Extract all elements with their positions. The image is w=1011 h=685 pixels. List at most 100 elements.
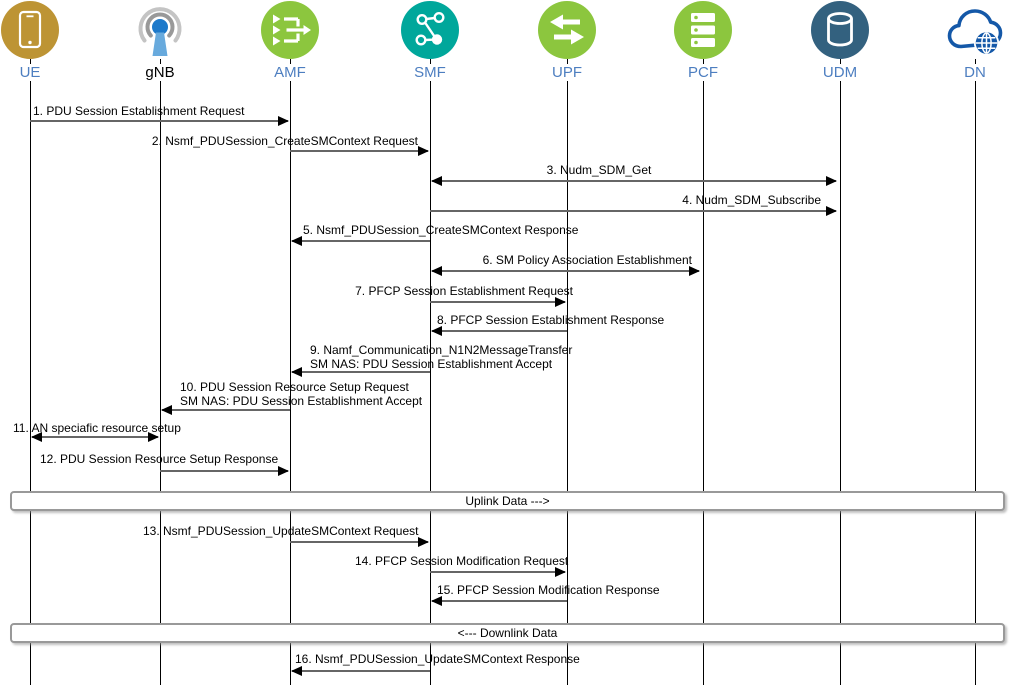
message-8-arrow	[432, 330, 567, 332]
merge-arrows-icon	[261, 1, 319, 59]
message-4-label-line-1: 4. Nudm_SDM_Subscribe	[682, 193, 821, 207]
message-10-label-line-2: SM NAS: PDU Session Establishment Accept	[180, 394, 423, 408]
actor-label-text: UDM	[819, 64, 861, 81]
message-11-arrowhead-right	[148, 432, 159, 442]
message-15-label-line-1: 15. PFCP Session Modification Response	[437, 583, 660, 597]
lifeline-pcf	[703, 59, 704, 685]
message-9-label: 9. Namf_Communication_N1N2MessageTransfe…	[310, 343, 572, 371]
message-6-arrowhead-left	[431, 266, 442, 276]
cloud-globe-icon	[946, 1, 1004, 59]
actor-label-text: DN	[961, 64, 989, 81]
message-10-arrowhead-left	[161, 405, 172, 415]
message-6-arrowhead-right	[689, 266, 700, 276]
message-7-label: 7. PFCP Session Establishment Request	[0, 284, 573, 298]
message-13-arrow	[290, 541, 428, 543]
message-5-label-line-1: 5. Nsmf_PDUSession_CreateSMContext Respo…	[303, 223, 579, 237]
lifeline-smf	[430, 59, 431, 685]
message-3-arrowhead-left	[431, 176, 442, 186]
actor-label-pcf: PCF	[658, 64, 748, 81]
message-15-arrow	[432, 600, 567, 602]
actor-label-text: PCF	[685, 64, 721, 81]
actor-label-upf: UPF	[522, 64, 612, 81]
banner-label: Uplink Data --->	[465, 494, 550, 508]
message-9-arrow	[292, 371, 430, 373]
message-12-label: 12. PDU Session Resource Setup Response	[40, 452, 278, 466]
message-2-arrow	[290, 150, 428, 152]
actor-label-text: AMF	[271, 64, 309, 81]
message-8-arrowhead-left	[431, 326, 442, 336]
message-8-label: 8. PFCP Session Establishment Response	[437, 313, 664, 327]
actor-label-text: gNB	[142, 64, 178, 81]
message-2-label-line-1: 2. Nsmf_PDUSession_CreateSMContext Reque…	[151, 134, 418, 148]
message-2-arrowhead-right	[418, 146, 429, 156]
message-11-arrowhead-left	[31, 432, 42, 442]
actor-label-udm: UDM	[795, 64, 885, 81]
banner-label: <--- Downlink Data	[457, 626, 558, 640]
lifeline-upf	[567, 59, 568, 685]
message-11-label: 11. AN speciafic resource setup	[13, 421, 181, 435]
message-9-arrowhead-left	[291, 367, 302, 377]
message-9-label-line-1: 9. Namf_Communication_N1N2MessageTransfe…	[310, 343, 573, 357]
actor-label-amf: AMF	[245, 64, 335, 81]
message-5-arrow	[292, 240, 430, 242]
actor-label-gnb: gNB	[115, 64, 205, 81]
message-3-label: 3. Nudm_SDM_Get	[299, 163, 899, 177]
actor-label-text: SMF	[411, 64, 449, 81]
uplink-data-banner: Uplink Data --->	[10, 491, 1005, 511]
actor-label-text: UPF	[549, 64, 585, 81]
message-7-label-line-1: 7. PFCP Session Establishment Request	[355, 284, 573, 298]
actor-label-ue: UE	[0, 64, 75, 81]
message-1-arrow	[30, 120, 288, 122]
message-14-arrowhead-right	[555, 567, 566, 577]
message-6-label-line-1: 6. SM Policy Association Establishment	[482, 253, 692, 267]
message-8-label-line-1: 8. PFCP Session Establishment Response	[437, 313, 665, 327]
message-14-label-line-1: 14. PFCP Session Modification Request	[355, 554, 569, 568]
message-16-arrowhead-left	[291, 666, 302, 676]
message-2-label: 2. Nsmf_PDUSession_CreateSMContext Reque…	[0, 134, 418, 148]
message-10-label-line-1: 10. PDU Session Resource Setup Request	[180, 380, 409, 394]
message-13-arrowhead-right	[418, 537, 429, 547]
message-14-label: 14. PFCP Session Modification Request	[355, 554, 568, 568]
message-3-label-line-1: 3. Nudm_SDM_Get	[546, 163, 652, 177]
message-6-arrow	[432, 270, 699, 272]
antenna-icon	[131, 1, 189, 59]
lifeline-gnb	[160, 59, 161, 685]
message-12-arrowhead-right	[278, 466, 289, 476]
message-9-label-line-2: SM NAS: PDU Session Establishment Accept	[310, 357, 553, 371]
message-15-label: 15. PFCP Session Modification Response	[437, 583, 660, 597]
message-12-label-line-1: 12. PDU Session Resource Setup Response	[40, 452, 279, 466]
message-1-label: 1. PDU Session Establishment Request	[33, 104, 244, 118]
message-3-arrowhead-right	[826, 176, 837, 186]
message-16-label: 16. Nsmf_PDUSession_UpdateSMContext Resp…	[295, 652, 580, 666]
message-7-arrowhead-right	[555, 297, 566, 307]
message-7-arrow	[430, 301, 565, 303]
lifeline-ue	[30, 59, 31, 685]
network-graph-icon	[401, 1, 459, 59]
lifeline-amf	[290, 59, 291, 685]
lifeline-dn	[975, 59, 976, 685]
bidirectional-arrows-icon	[538, 1, 596, 59]
message-11-label-line-1: 11. AN speciafic resource setup	[13, 421, 181, 435]
message-4-arrowhead-right	[826, 206, 837, 216]
actor-label-smf: SMF	[385, 64, 475, 81]
smartphone-icon	[1, 1, 59, 59]
message-1-arrowhead-right	[278, 116, 289, 126]
message-5-label: 5. Nsmf_PDUSession_CreateSMContext Respo…	[303, 223, 578, 237]
message-12-arrow	[160, 470, 288, 472]
message-16-arrow	[292, 670, 430, 672]
message-4-label: 4. Nudm_SDM_Subscribe	[221, 193, 821, 207]
server-stack-icon	[674, 1, 732, 59]
database-icon	[811, 1, 869, 59]
message-13-label-line-1: 13. Nsmf_PDUSession_UpdateSMContext Requ…	[143, 524, 419, 538]
message-14-arrow	[430, 571, 565, 573]
message-1-label-line-1: 1. PDU Session Establishment Request	[33, 104, 245, 118]
message-10-arrow	[162, 409, 290, 411]
downlink-data-banner: <--- Downlink Data	[10, 623, 1005, 643]
message-3-arrow	[432, 180, 836, 182]
message-15-arrowhead-left	[431, 596, 442, 606]
message-6-label: 6. SM Policy Association Establishment	[92, 253, 692, 267]
message-5-arrowhead-left	[291, 236, 302, 246]
actor-label-text: UE	[16, 64, 44, 81]
